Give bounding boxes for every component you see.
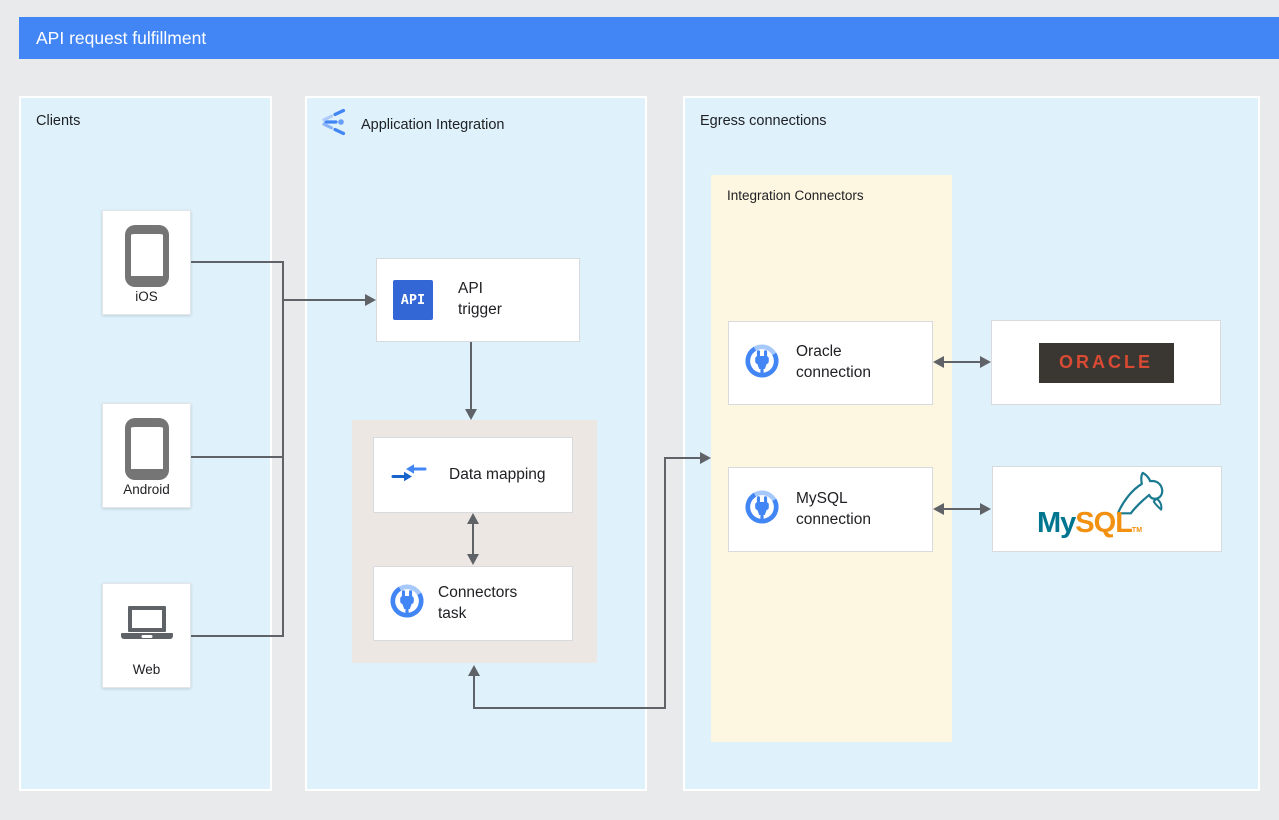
edge-client-bus (282, 261, 284, 637)
arrowhead-into-data-mapping (467, 513, 479, 524)
edge-loop-right-vertical (664, 458, 666, 709)
edge-loop-left-vertical (473, 676, 475, 709)
arrowhead-into-mysql-connection (933, 503, 944, 515)
mysql-logo: MySQLTM (1037, 471, 1177, 545)
integration-connectors-label: Integration Connectors (727, 188, 864, 203)
edge-oracle-bidirectional (944, 361, 980, 363)
client-node-android: Android (102, 403, 191, 508)
integration-connectors-icon (744, 489, 780, 530)
oracle-database-node: ORACLE (991, 320, 1221, 405)
client-node-web: Web (102, 583, 191, 688)
edge-bus-to-api-trigger (282, 299, 366, 301)
integration-connectors-icon (744, 343, 780, 384)
integration-connectors-icon (389, 583, 425, 624)
integration-connectors-panel: Integration Connectors (711, 175, 952, 742)
api-trigger-node: API API trigger (376, 258, 580, 342)
client-label: Web (132, 662, 161, 677)
oracle-wordmark: ORACLE (1059, 352, 1153, 372)
mysql-connection-label: MySQL connection (796, 489, 871, 528)
egress-connections-label: Egress connections (700, 113, 827, 129)
arrowhead-into-oracle-connection (933, 356, 944, 368)
edge-loop-bottom (473, 707, 666, 709)
smartphone-icon (124, 225, 169, 287)
client-label: Android (123, 482, 170, 497)
diagram-title: API request fulfillment (36, 27, 207, 48)
connectors-task-node: Connectors task (373, 566, 573, 641)
arrowhead-into-mysql-db (980, 503, 991, 515)
data-mapping-label: Data mapping (449, 465, 546, 483)
oracle-connection-node: Oracle connection (728, 321, 933, 405)
arrowhead-into-api-trigger (365, 294, 376, 306)
client-node-ios: iOS (102, 210, 191, 315)
api-badge-icon: API (393, 280, 433, 320)
data-mapping-node: Data mapping (373, 437, 573, 513)
arrowhead-into-oracle-db (980, 356, 991, 368)
mysql-wordmark-sql: SQL (1075, 507, 1133, 539)
application-integration-header: Application Integration (315, 104, 505, 145)
mysql-trademark: TM (1131, 527, 1143, 534)
connectors-task-label: Connectors task (438, 583, 518, 622)
laptop-icon (120, 606, 173, 643)
mysql-wordmark-my: My (1037, 507, 1076, 539)
edge-api-trigger-to-flow (470, 342, 472, 410)
smartphone-icon (124, 418, 169, 480)
clients-panel-label: Clients (36, 113, 81, 129)
mysql-dolphin-icon (1109, 471, 1171, 522)
edge-web-to-bus (191, 635, 284, 637)
edge-android-to-bus (191, 456, 284, 458)
mysql-database-node: MySQLTM (992, 466, 1222, 552)
diagram-title-bar: API request fulfillment (19, 17, 1279, 59)
arrowhead-into-integration-connectors (700, 452, 711, 464)
data-mapping-icon (391, 460, 427, 491)
oracle-logo: ORACLE (1038, 342, 1174, 383)
edge-mysql-bidirectional (944, 508, 980, 510)
edge-mapping-task (472, 523, 474, 556)
arrowhead-into-connectors-task (467, 554, 479, 565)
edge-loop-into-panel (664, 457, 702, 459)
edge-ios-to-bus (191, 261, 284, 263)
client-label: iOS (135, 289, 158, 304)
application-integration-label: Application Integration (361, 116, 505, 133)
mysql-wordmark: MySQLTM (1037, 507, 1142, 540)
api-trigger-label: API trigger (458, 280, 502, 318)
arrowhead-into-connectors-task-bottom (468, 665, 480, 676)
application-integration-icon (315, 104, 351, 145)
mysql-connection-node: MySQL connection (728, 467, 933, 552)
oracle-connection-label: Oracle connection (796, 343, 871, 381)
arrowhead-into-flow (465, 409, 477, 420)
